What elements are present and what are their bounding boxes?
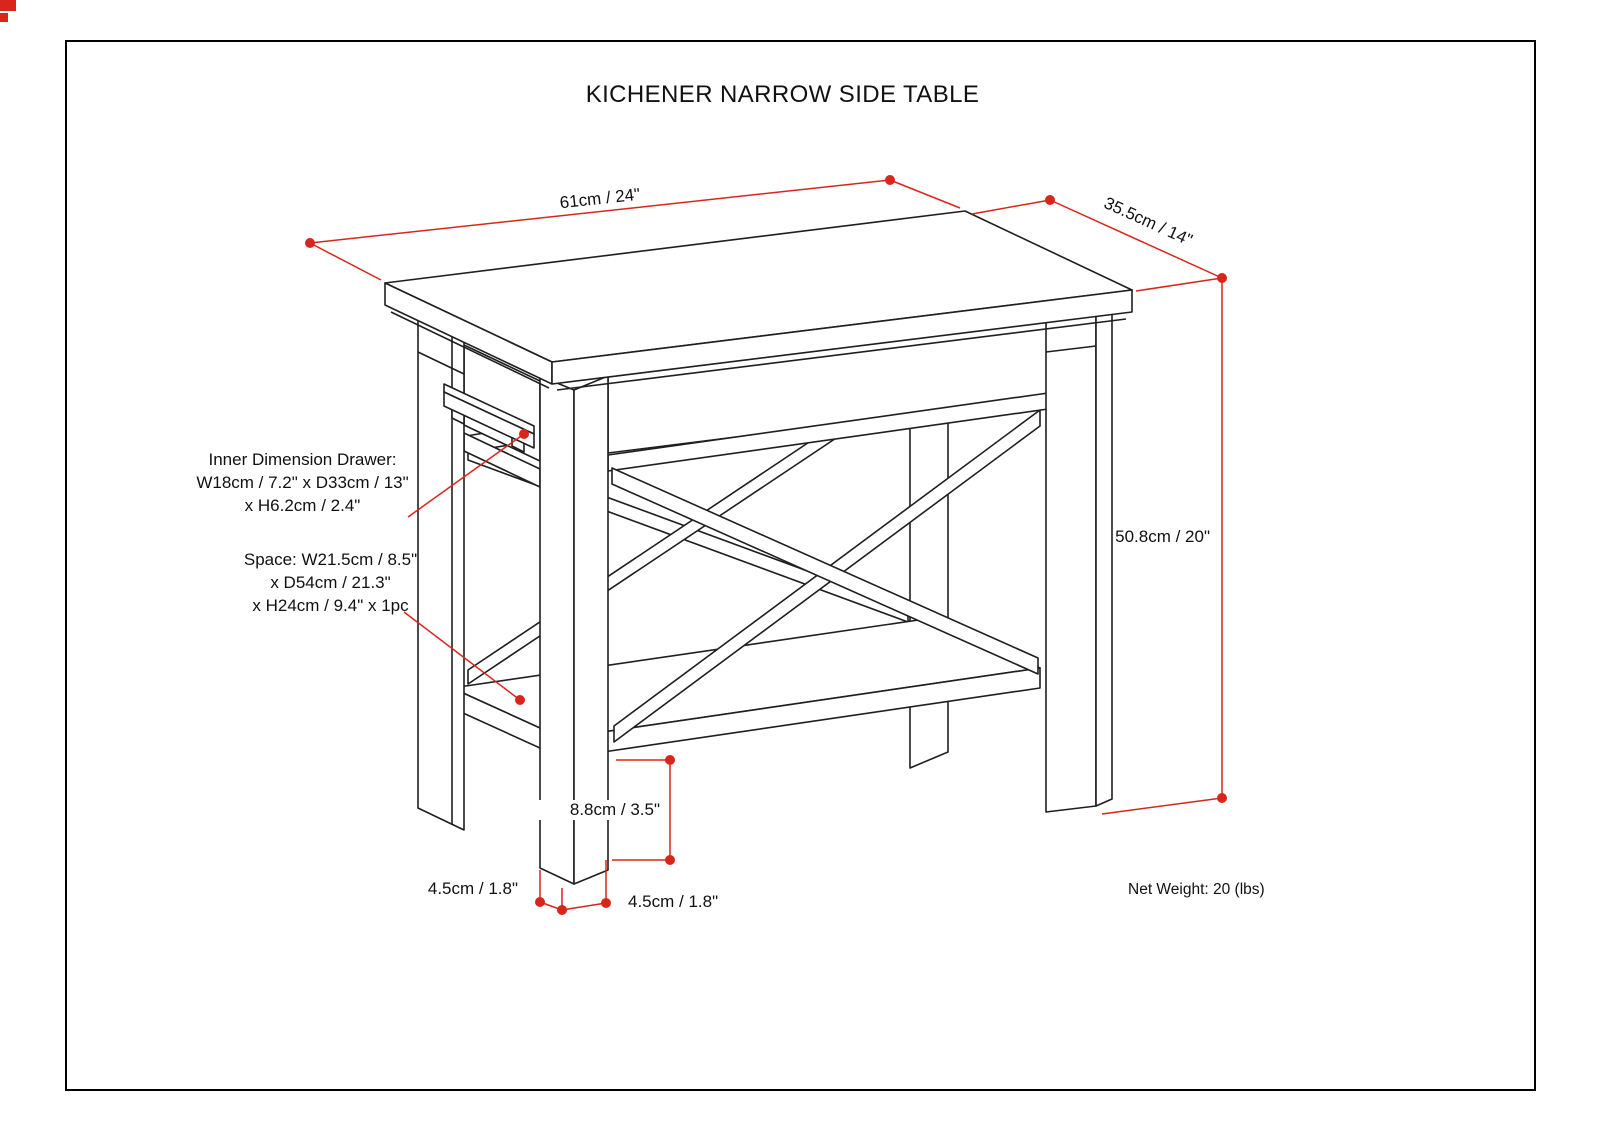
dimension-lines	[309, 179, 1223, 911]
handle-bar-front	[443, 391, 535, 449]
callout-drawer-line3: x H6.2cm / 2.4"	[244, 496, 361, 515]
callout-drawer-line1: Inner Dimension Drawer:	[208, 450, 397, 469]
callout-space-line3: x H24cm / 9.4" x 1pc	[252, 596, 409, 615]
print-mark	[0, 0, 16, 22]
callout-space-line2: x D54cm / 21.3"	[270, 573, 391, 592]
callout-drawer-line2: W18cm / 7.2" x D33cm / 13"	[196, 473, 409, 492]
dimension-label-shelf-clearance: 8.8cm / 3.5"	[520, 800, 660, 820]
callout-leader-drawer	[407, 433, 525, 518]
callout-shelf-space: Space: W21.5cm / 8.5" x D54cm / 21.3" x …	[188, 548, 473, 617]
dimension-label-height: 50.8cm / 20"	[1115, 527, 1210, 546]
tabletop-front-edge	[551, 289, 1133, 385]
dimension-label-leg-front: 4.5cm / 1.8"	[628, 892, 719, 911]
tabletop-lip-left	[390, 311, 550, 389]
dimension-leader-height-bottom	[1101, 797, 1223, 815]
dimension-leader-depth-left	[971, 199, 1051, 215]
tabletop-lip-front	[556, 318, 1127, 391]
left-leg-joint-line	[417, 351, 465, 375]
dimension-leader-depth-right	[1135, 277, 1223, 292]
net-weight-label: Net Weight: 20 (lbs)	[1128, 881, 1265, 898]
dimension-line-leg-front	[561, 902, 607, 911]
dimension-dots	[305, 175, 1227, 915]
callout-drawer-dimensions: Inner Dimension Drawer: W18cm / 7.2" x D…	[160, 448, 445, 517]
front-leg-right-face	[573, 375, 609, 885]
dimension-line-depth	[1049, 199, 1223, 279]
page-border	[65, 40, 1536, 1091]
dimension-leader-width-left	[309, 242, 382, 281]
dimension-line-width	[309, 179, 891, 244]
front-cross-brace-1	[611, 467, 1039, 675]
dimension-label-leg-left: 4.5cm / 1.8"	[427, 879, 518, 898]
right-leg-side-face	[1095, 308, 1113, 807]
callout-leader-space	[403, 611, 521, 701]
side-table-structure	[384, 210, 1133, 885]
diagram-title: KICHENER NARROW SIDE TABLE	[585, 81, 980, 108]
right-leg-front-face	[1045, 315, 1097, 813]
callout-space-line1: Space: W21.5cm / 8.5"	[243, 550, 418, 569]
right-leg-joint-line	[1045, 345, 1097, 353]
dimension-leader-width-right	[889, 179, 961, 209]
